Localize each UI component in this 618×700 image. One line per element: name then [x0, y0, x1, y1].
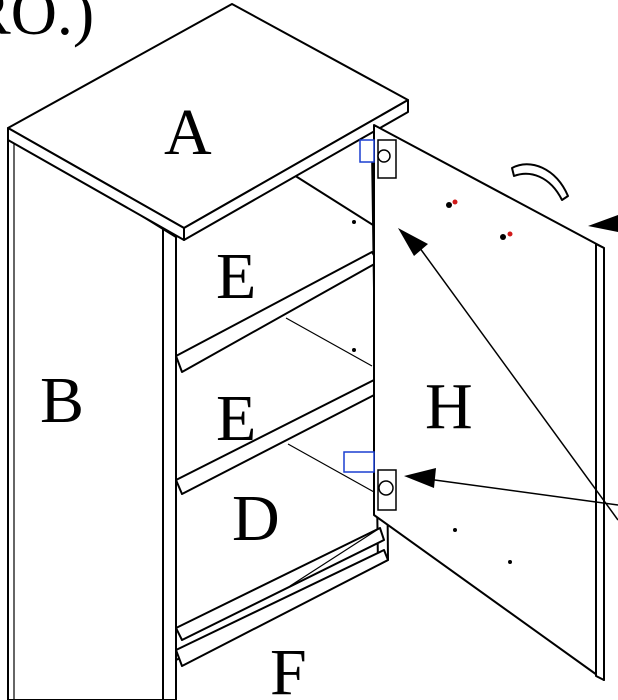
screw-hole	[452, 199, 458, 205]
label-base-panel: F	[270, 636, 307, 700]
hole	[453, 528, 457, 532]
side-panel-front-edge	[162, 228, 177, 700]
label-upper-shelf: E	[216, 240, 256, 313]
label-top-panel: A	[164, 96, 212, 169]
hole	[352, 348, 356, 352]
hole	[352, 220, 356, 224]
base-panel	[175, 549, 389, 667]
label-door: H	[425, 370, 473, 443]
bottom-shelf	[175, 527, 385, 641]
arrow-upper-door	[398, 228, 618, 521]
label-side-panel: B	[40, 364, 84, 437]
hole	[508, 560, 512, 564]
screw-hole	[500, 234, 506, 240]
door-edge	[595, 243, 605, 681]
label-bottom-shelf: D	[232, 482, 280, 555]
screw-hole	[446, 202, 452, 208]
door-h	[373, 124, 605, 681]
door-handle	[511, 163, 569, 201]
lower-hinge	[343, 451, 397, 511]
arrow-lower-hinge	[404, 468, 618, 506]
header-text: RO.)	[0, 0, 94, 48]
upper-hinge	[359, 139, 397, 179]
label-middle-shelf: E	[216, 382, 256, 455]
arrow-handle	[588, 215, 618, 232]
top-panel-front-edge	[183, 99, 409, 241]
screw-hole	[507, 231, 513, 237]
